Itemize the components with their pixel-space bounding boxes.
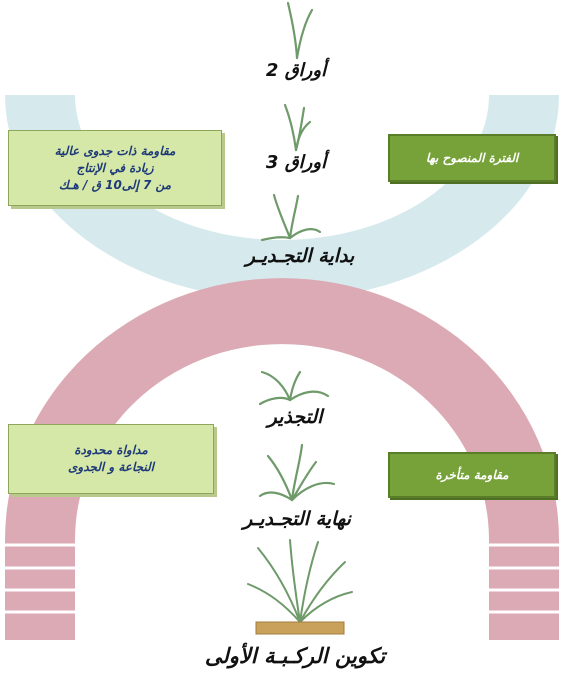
info-box-recommended-period: الفترة المنصوح بها <box>388 134 556 182</box>
plant-tillering-icon <box>258 370 330 406</box>
info-box-line: مقاومة ذات جدوى عالية <box>54 143 176 158</box>
info-box-line: من 7 إلى10 ق / هـك <box>58 177 172 192</box>
stage-label-3-leaves: 3 أوراق <box>265 152 327 173</box>
stage-label-first-node: تكوين الركـبـة الأولى <box>204 644 386 668</box>
info-box-line: زيادة في الإنتاج <box>76 160 154 175</box>
info-box-late-control: مقاومة متأخرة <box>388 452 556 498</box>
stage-label-2-leaves: 2 أوراق <box>265 60 327 81</box>
info-box-limited-treatment: مداواة محدودة النجاعة و الجدوى <box>8 424 214 494</box>
bottom-arch <box>5 278 559 640</box>
plant-tillering-end-icon <box>258 443 336 502</box>
plant-2-leaves-icon <box>286 1 314 60</box>
arch-leg-dividers <box>5 543 559 614</box>
stage-label-tillering-start: بداية التجـديـر <box>245 245 355 267</box>
plant-tillering-start-icon <box>260 193 322 242</box>
plant-3-leaves-icon <box>283 103 312 152</box>
info-box-line: النجاعة و الجدوى <box>68 460 154 474</box>
top-arch <box>5 95 559 300</box>
info-box-text: الفترة المنصوح بها <box>425 151 519 165</box>
info-box-text: مقاومة متأخرة <box>435 468 509 482</box>
stage-label-tillering-end: نهاية التجـديـر <box>243 508 351 530</box>
info-box-high-value-control: مقاومة ذات جدوى عالية زيادة في الإنتاج م… <box>8 130 222 206</box>
info-box-line: مداواة محدودة <box>74 443 148 457</box>
plant-first-node-icon <box>247 539 353 623</box>
stage-label-tillering: التجذير <box>267 406 323 428</box>
soil-strip <box>255 621 345 635</box>
